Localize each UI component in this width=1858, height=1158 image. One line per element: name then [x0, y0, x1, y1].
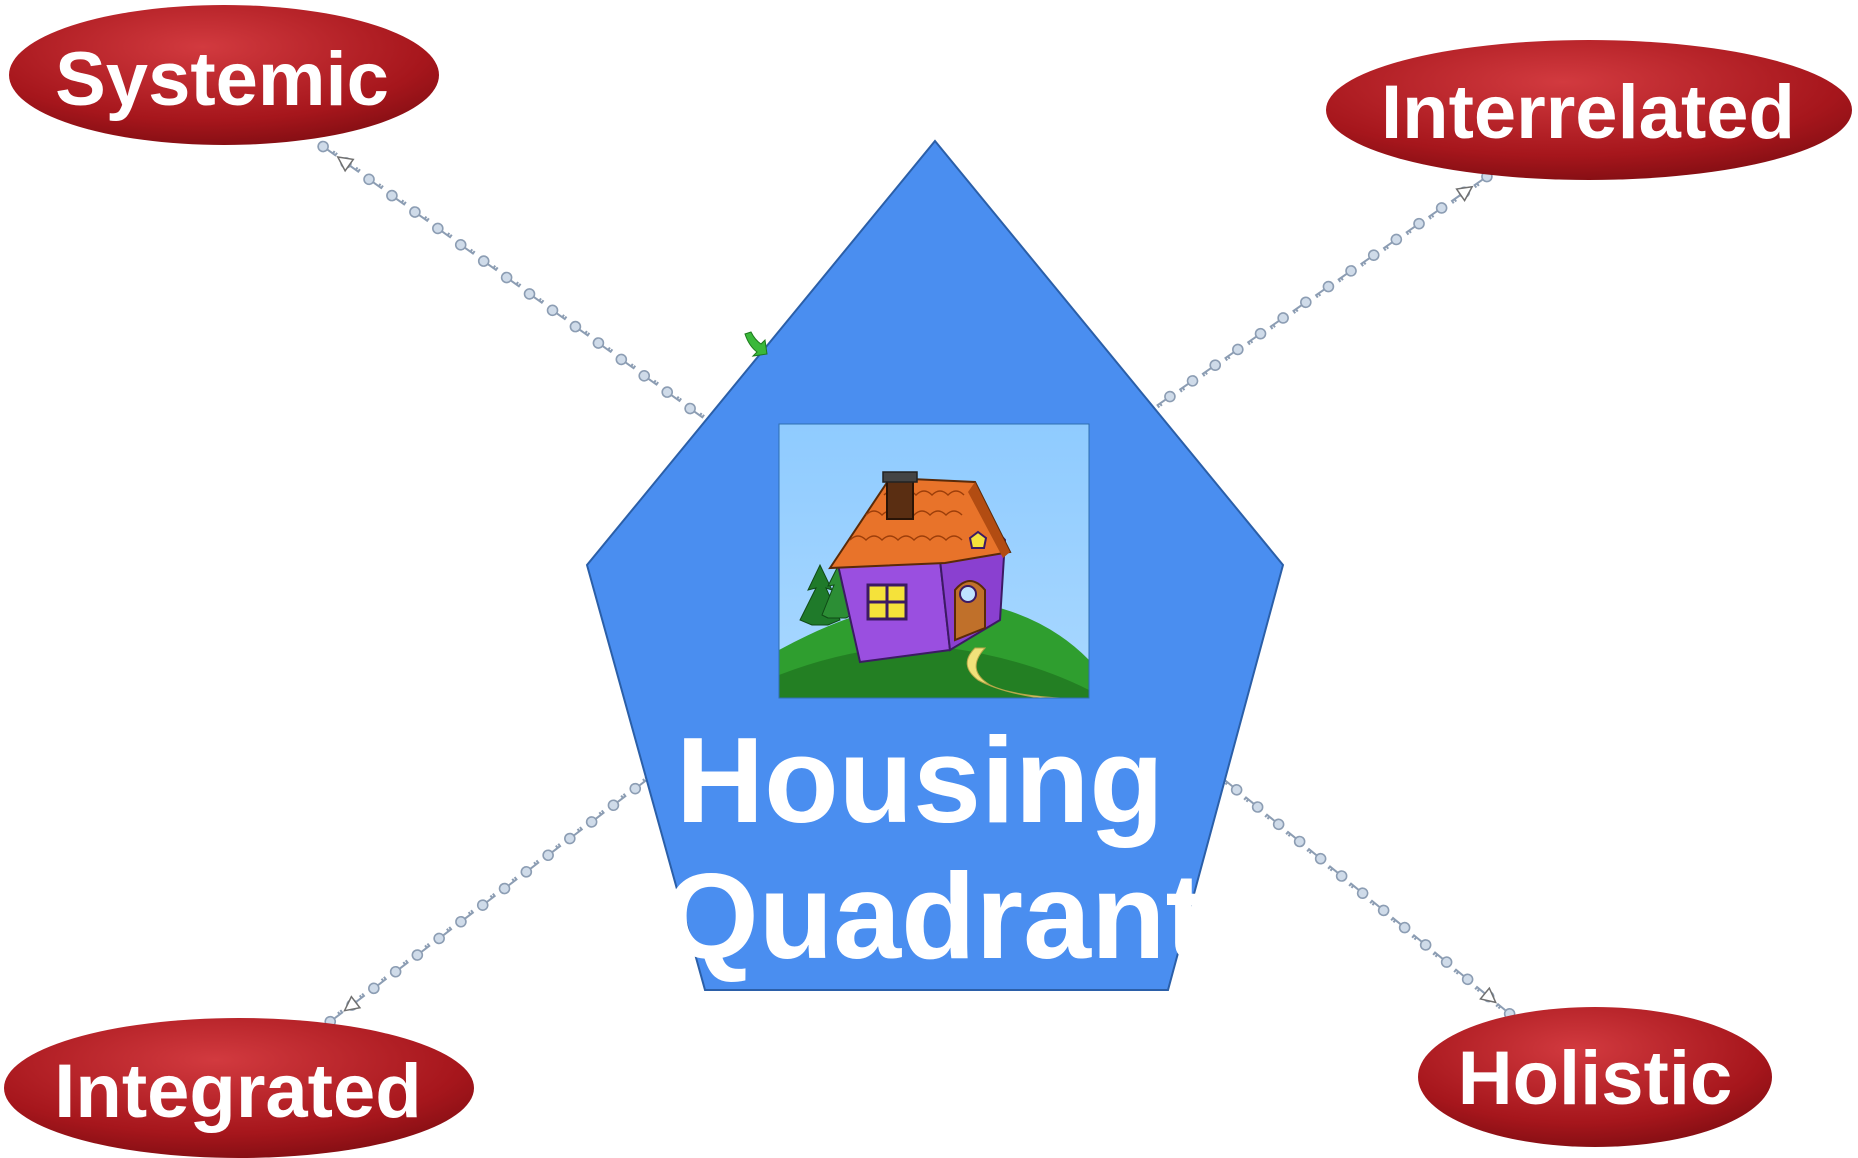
key-icon — [615, 353, 637, 370]
key-icon — [1314, 280, 1335, 299]
key-icon — [1264, 813, 1285, 831]
key-icon — [1269, 312, 1289, 330]
key-icon — [684, 402, 705, 419]
key-icon — [569, 320, 591, 337]
key-icon — [564, 826, 584, 845]
key-icon — [1201, 359, 1222, 377]
key-icon — [661, 386, 682, 403]
key-icon — [1382, 233, 1403, 252]
key-icon — [368, 976, 388, 995]
house-clipart-icon — [778, 423, 1090, 699]
key-icon — [498, 876, 518, 895]
key-icon — [1327, 865, 1348, 882]
key-icon — [585, 809, 605, 828]
node-holistic[interactable]: Holistic — [1418, 1007, 1772, 1147]
key-icon — [1390, 916, 1411, 934]
key-icon — [1178, 375, 1199, 393]
key-icon — [386, 189, 407, 206]
center-title-line2: Quadrant — [664, 848, 1206, 984]
node-label-systemic: Systemic — [55, 37, 389, 122]
key-icon — [1411, 933, 1432, 951]
key-icon — [1306, 847, 1327, 865]
key-icon — [363, 173, 384, 190]
key-icon — [500, 271, 522, 288]
key-icon — [1405, 217, 1425, 236]
node-integrated[interactable]: Integrated — [4, 1018, 474, 1158]
connectors — [317, 140, 1516, 1028]
key-icon — [523, 288, 545, 305]
key-icon — [1369, 899, 1390, 917]
key-icon — [1453, 968, 1474, 986]
node-systemic[interactable]: Systemic — [9, 5, 439, 145]
key-icon — [520, 859, 540, 878]
key-icon — [542, 843, 562, 862]
node-label-holistic: Holistic — [1458, 1036, 1733, 1121]
key-icon — [432, 222, 453, 239]
key-icon — [454, 239, 476, 255]
key-icon — [1360, 249, 1380, 267]
node-interrelated[interactable]: Interrelated — [1326, 40, 1852, 180]
key-icon — [1156, 390, 1176, 409]
key-icon — [607, 793, 627, 812]
key-icon — [455, 909, 475, 928]
key-icon — [1337, 265, 1357, 283]
green-arrow-icon — [744, 331, 768, 357]
key-icon — [638, 370, 659, 386]
key-icon — [433, 926, 453, 945]
arrowhead-icon — [1455, 185, 1474, 202]
key-icon — [409, 206, 430, 223]
key-icon — [389, 959, 409, 978]
key-icon — [476, 893, 497, 911]
arrowhead-icon — [1479, 986, 1497, 1004]
key-icon — [592, 337, 614, 354]
key-icon — [1348, 882, 1369, 900]
arrowhead-icon — [343, 995, 362, 1012]
key-icon — [546, 304, 568, 321]
node-label-integrated: Integrated — [54, 1049, 421, 1134]
node-label-interrelated: Interrelated — [1381, 70, 1795, 155]
key-icon — [1427, 202, 1448, 220]
key-icon — [1246, 327, 1267, 346]
key-icon — [477, 255, 499, 272]
key-icon — [1285, 830, 1306, 848]
key-icon — [1243, 796, 1264, 813]
key-icon — [1224, 343, 1244, 362]
key-icon — [1432, 951, 1453, 968]
key-icon — [411, 942, 431, 961]
arrowhead-icon — [336, 156, 355, 173]
key-icon — [629, 776, 649, 795]
center-title-line1: Housing — [676, 712, 1164, 848]
key-icon — [1292, 296, 1312, 314]
key-icon — [317, 140, 338, 157]
